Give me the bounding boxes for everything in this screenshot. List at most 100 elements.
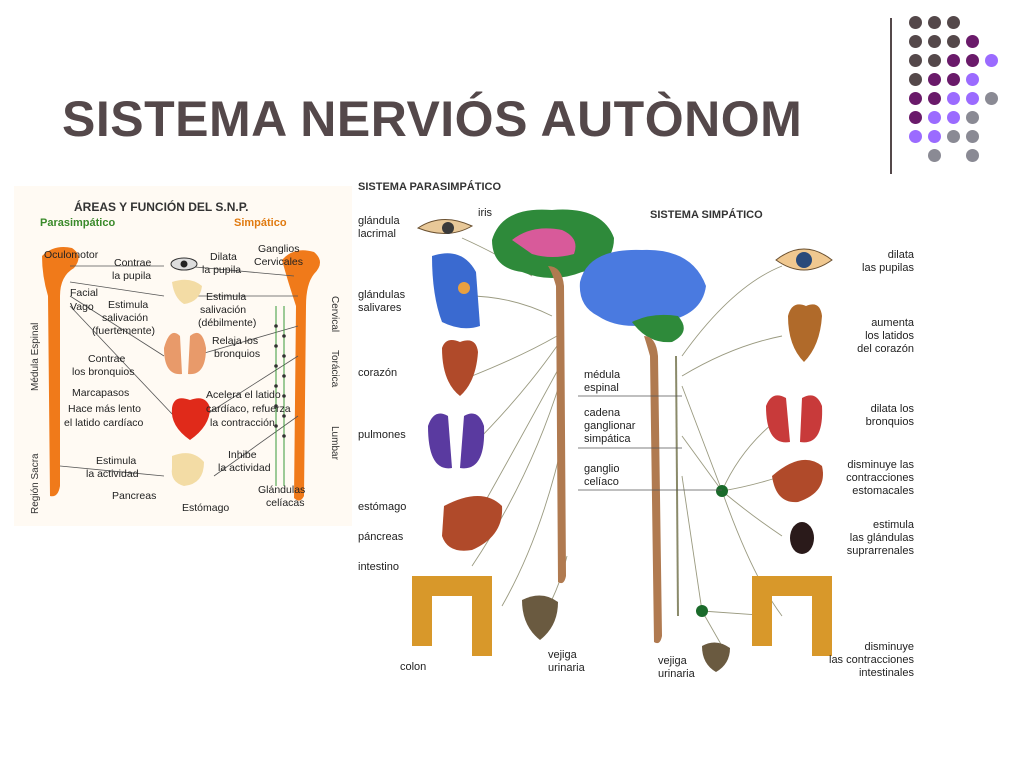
stomach-icon [442, 496, 503, 551]
snp-areas-svg: ÁREAS Y FUNCIÓN DEL S.N.P. Parasimpático… [30, 199, 340, 514]
glandula-lacrimal-1: glándula [358, 215, 400, 227]
parasympathetic-title: SISTEMA PARASIMPÁTICO [358, 180, 501, 193]
decor-dot [928, 16, 941, 29]
disminuye-estomacales-3: estomacales [852, 485, 914, 497]
dilata-pupila-label-2: la pupila [202, 264, 241, 276]
face-salivary-icon [432, 253, 480, 329]
estomago-label: estómago [358, 501, 406, 513]
eye-pupil [180, 260, 188, 268]
contrae-bronquios-2: los bronquios [72, 366, 134, 378]
brain-cross-section [512, 228, 576, 257]
estimula-actividad-2: la actividad [86, 468, 139, 480]
ganglios-label-1: Ganglios [258, 243, 299, 255]
disminuye-intestinales-3: intestinales [859, 667, 915, 679]
glandulas-celiacas-2: celíacas [266, 497, 305, 509]
decor-dot [966, 92, 979, 105]
estimula-saliv-fuerte-3: (fuertemente) [92, 325, 155, 337]
slide-title: SISTEMA NERVIÓS AUTÒNOM [62, 91, 803, 147]
decor-dot [928, 73, 941, 86]
aumenta-latidos-2: los latidos [865, 330, 914, 342]
region-sacra-label: Región Sacra [30, 453, 41, 514]
lungs-icon [766, 395, 823, 443]
oculomotor-label: Oculomotor [44, 249, 99, 261]
contrae-bronquios-1: Contrae [88, 353, 126, 365]
relaja-bronquios-1: Relaja los [212, 335, 258, 347]
vejiga-simp-2: urinaria [658, 668, 696, 680]
ganglio-celiaco-2: celíaco [584, 476, 619, 488]
dilata-pupila-label-1: Dilata [210, 251, 237, 263]
bladder-icon [702, 642, 730, 672]
decor-dot [947, 16, 960, 29]
estimula-saliv-debil-3: (débilmente) [198, 317, 256, 329]
decor-dot [947, 54, 960, 67]
glandulas-celiacas-1: Glándulas [258, 484, 305, 496]
relaja-bronquios-2: bronquios [214, 348, 260, 360]
celiac-ganglion-dot [716, 485, 728, 497]
snp-areas-diagram: ÁREAS Y FUNCIÓN DEL S.N.P. Parasimpático… [14, 186, 352, 526]
aumenta-latidos-3: del corazón [857, 343, 914, 355]
cadena-ganglionar-3: simpática [584, 433, 631, 445]
colon-icon [752, 576, 832, 656]
sympathetic-heading: Simpático [234, 217, 287, 229]
autonomic-system-svg: SISTEMA PARASIMPÁTICO SISTEMA SIMPÁTICO [358, 180, 915, 680]
eye-iris [796, 252, 812, 268]
disminuye-estomacales-2: contracciones [846, 472, 914, 484]
contrae-pupila-label-2: la pupila [112, 270, 151, 282]
acelera-latido-3: la contracción [210, 417, 275, 429]
decor-dot [947, 111, 960, 124]
autonomic-system-diagram: SISTEMA PARASIMPÁTICO SISTEMA SIMPÁTICO [352, 176, 918, 688]
facial-label: Facial [70, 287, 98, 299]
decor-dot [909, 111, 922, 124]
decorative-dot-grid [905, 12, 1017, 162]
decor-dot [985, 54, 998, 67]
acelera-latido-1: Acelera el latido [206, 389, 281, 401]
inhibe-actividad-2: la actividad [218, 462, 271, 474]
vejiga-para-2: urinaria [548, 662, 586, 674]
stomach-icon [772, 459, 823, 503]
salivary-gland-dot [458, 282, 470, 294]
medula-espinal-label: Médula Espinal [30, 323, 41, 391]
decor-dot [928, 149, 941, 162]
heart-icon [788, 304, 822, 362]
heart-icon [442, 340, 478, 396]
sympathetic-ganglion-chain [675, 355, 679, 617]
snp-diagram-title: ÁREAS Y FUNCIÓN DEL S.N.P. [74, 199, 249, 214]
stomach-pancreas-icon [171, 453, 204, 486]
decor-dot [947, 73, 960, 86]
dilata-bronquios-1: dilata los [871, 403, 915, 415]
lungs-icon [428, 413, 485, 469]
decor-dot [947, 92, 960, 105]
decor-dot [909, 54, 922, 67]
ganglios-label-2: Cervicales [254, 256, 303, 268]
decor-dot [966, 73, 979, 86]
lower-ganglion-dot [696, 605, 708, 617]
decor-dot [909, 35, 922, 48]
cervical-label: Cervical [329, 296, 340, 332]
dilata-bronquios-2: bronquios [866, 416, 915, 428]
estimula-suprarrenales-2: las glándulas [850, 532, 915, 544]
lento-latido-1: Hace más lento [68, 403, 141, 415]
cadena-ganglionar-1: cadena [584, 407, 621, 419]
aumenta-latidos-1: aumenta [871, 317, 915, 329]
salivary-gland-icon [172, 279, 202, 304]
pancreas-label: páncreas [358, 531, 404, 543]
estimula-suprarrenales-1: estimula [873, 519, 915, 531]
decor-dot [909, 130, 922, 143]
colon-label: colon [400, 661, 426, 673]
decor-dot [928, 92, 941, 105]
decor-dot [966, 54, 979, 67]
lumbar-label: Lumbar [329, 426, 340, 461]
right-spinal-cord [282, 250, 320, 501]
medula-espinal-1: médula [584, 369, 621, 381]
ganglio-celiaco-1: ganglio [584, 463, 619, 475]
decor-dot [909, 16, 922, 29]
title-divider [890, 18, 892, 174]
adrenal-gland-icon [790, 522, 814, 554]
disminuye-estomacales-1: disminuye las [847, 459, 914, 471]
eye-iris [442, 222, 454, 234]
vago-label: Vago [70, 301, 94, 313]
decor-dot [947, 35, 960, 48]
pancreas-label: Pancreas [112, 490, 156, 502]
heart-icon [171, 398, 210, 440]
marcapasos-label: Marcapasos [72, 387, 129, 399]
